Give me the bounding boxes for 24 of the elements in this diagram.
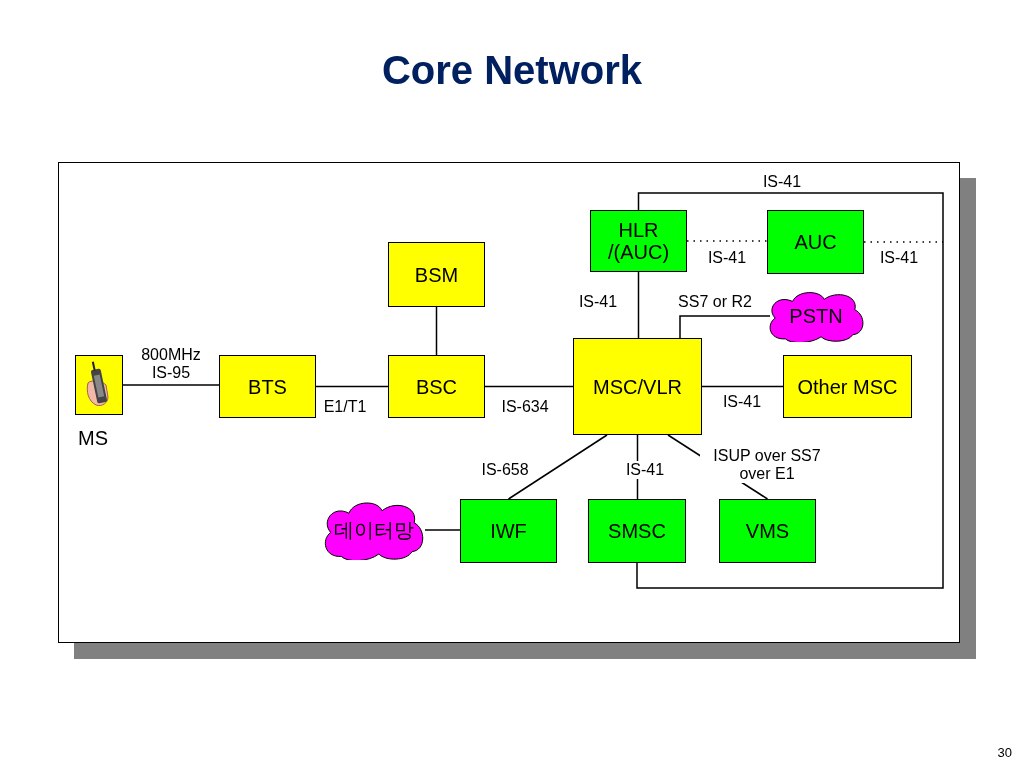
network-element-box: SMSC	[588, 499, 686, 563]
page-number: 30	[997, 745, 1012, 760]
dotted-connector	[686, 240, 768, 242]
connector	[507, 434, 608, 500]
network-element-box: VMS	[719, 499, 816, 563]
connector	[701, 385, 784, 388]
network-element-box: HLR /(AUC)	[590, 210, 687, 272]
network-element-box: BTS	[219, 355, 316, 418]
connector	[424, 529, 461, 531]
connector	[435, 306, 438, 356]
title: Core Network	[380, 48, 644, 93]
network-element-box: AUC	[767, 210, 864, 274]
node-label: MS	[78, 427, 108, 450]
network-element-box: Other MSC	[783, 355, 912, 418]
connector	[637, 271, 640, 339]
connector	[122, 384, 220, 386]
connector	[679, 315, 771, 339]
network-element-box: BSC	[388, 355, 485, 418]
connector	[484, 385, 574, 388]
network-element-box: BSM	[388, 242, 485, 307]
connector	[636, 192, 944, 589]
network-element-box: IWF	[460, 499, 557, 563]
network-element-box: MSC/VLR	[573, 338, 702, 435]
connector	[315, 385, 389, 388]
